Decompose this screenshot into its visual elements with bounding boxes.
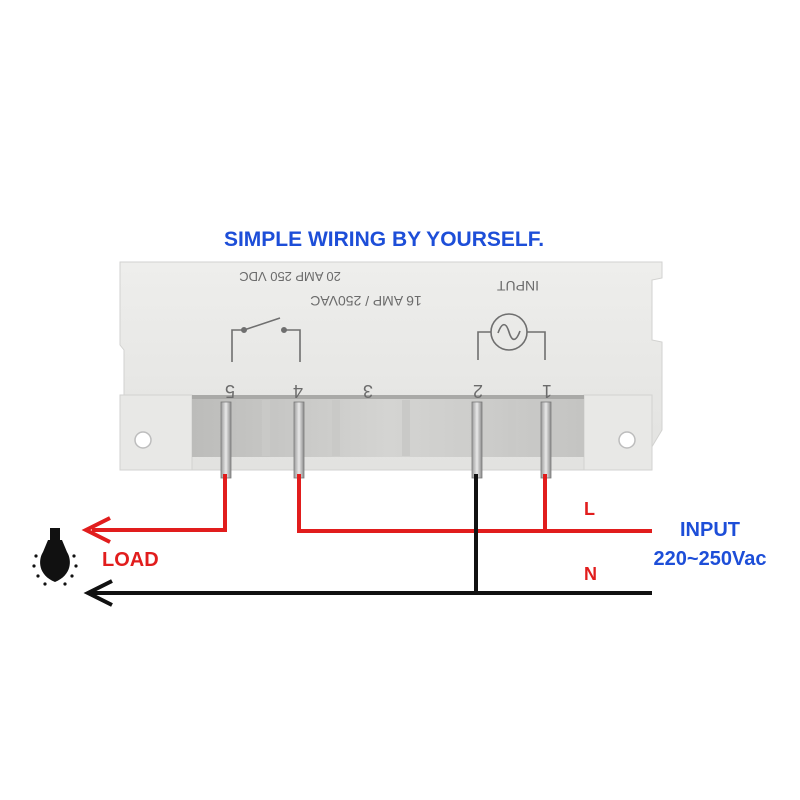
relay-contact-symbol	[231, 317, 301, 362]
rating-text: 16 AMP / 250VAC	[310, 293, 422, 309]
ac-supply-symbol	[477, 313, 546, 360]
neutral-wire	[90, 474, 652, 595]
terminal-cavity	[192, 395, 584, 457]
load-arrow-head	[81, 516, 111, 544]
timer-relay-housing	[119, 261, 663, 471]
housing-markings: 16 AMP / 250VAC 20 AMP 250 VDC INPUT 5	[225, 269, 552, 401]
input-marking: INPUT	[497, 278, 539, 294]
mounting-hole-left	[134, 431, 152, 449]
terminal-number-4: 4	[293, 381, 303, 401]
input-label: INPUT	[680, 519, 740, 541]
line-label: L	[584, 499, 595, 519]
load-label: LOAD	[102, 549, 159, 571]
terminal-number-1: 1	[542, 381, 552, 401]
terminal-pin-4	[293, 401, 305, 479]
light-bulb-icon	[32, 528, 78, 586]
live-wire	[92, 474, 652, 533]
neutral-arrow-head	[83, 579, 113, 607]
terminal-number-2: 2	[473, 381, 483, 401]
terminal-pin-5	[220, 401, 232, 479]
mounting-hole-right	[618, 431, 636, 449]
page-title: SIMPLE WIRING BY YOURSELF.	[224, 228, 544, 251]
terminal-number-3: 3	[363, 381, 373, 401]
voltage-label: 220~250Vac	[654, 548, 767, 570]
terminal-pin-2	[471, 401, 483, 479]
rating-text-partial: 20 AMP 250 VDC	[239, 269, 341, 284]
terminal-pin-1	[540, 401, 552, 479]
neutral-label: N	[584, 564, 597, 584]
terminal-number-5: 5	[225, 381, 235, 401]
